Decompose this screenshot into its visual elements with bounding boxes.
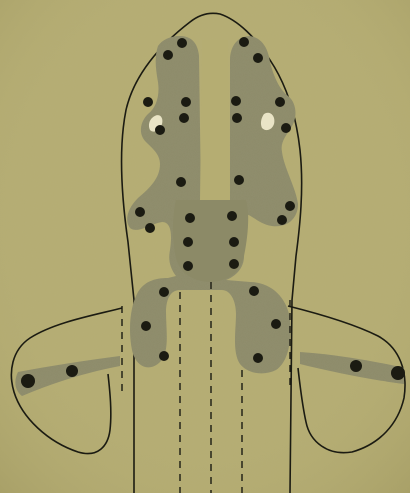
spot — [285, 201, 295, 211]
spot — [275, 97, 285, 107]
spot — [66, 365, 78, 377]
spot — [231, 96, 241, 106]
spot — [185, 213, 195, 223]
spot — [234, 175, 244, 185]
spot — [176, 177, 186, 187]
spot — [143, 97, 153, 107]
spot — [181, 97, 191, 107]
spot — [253, 353, 263, 363]
spot — [183, 237, 193, 247]
spot — [391, 366, 405, 380]
spot — [155, 125, 165, 135]
spot — [271, 319, 281, 329]
spot — [135, 207, 145, 217]
spot — [159, 287, 169, 297]
spot — [229, 237, 239, 247]
spot — [227, 211, 237, 221]
pigment-gap — [200, 40, 230, 200]
spot — [179, 113, 189, 123]
spot — [281, 123, 291, 133]
spot — [183, 261, 193, 271]
spot — [145, 223, 155, 233]
spot — [239, 37, 249, 47]
spot — [350, 360, 362, 372]
spot — [141, 321, 151, 331]
spot — [21, 374, 35, 388]
spot — [229, 259, 239, 269]
spot — [277, 215, 287, 225]
spot — [253, 53, 263, 63]
spot — [163, 50, 173, 60]
spot — [232, 113, 242, 123]
spot — [159, 351, 169, 361]
spot — [249, 286, 259, 296]
spot — [177, 38, 187, 48]
